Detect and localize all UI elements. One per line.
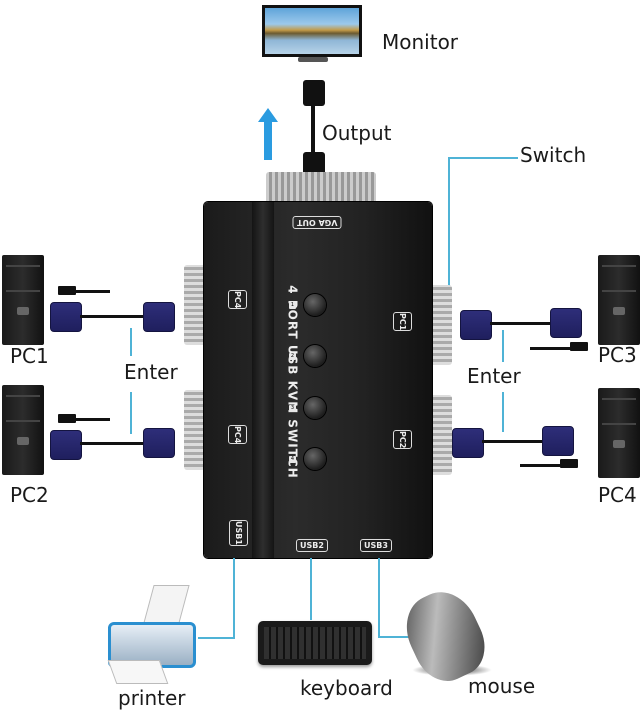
port-tag-right-1: PC1 [393, 312, 412, 332]
keyboard-line [310, 558, 312, 620]
pc4-vga-cable [482, 440, 544, 443]
output-label: Output [322, 121, 392, 145]
pc2-vga-cable [80, 442, 145, 445]
printer-paper-out [107, 660, 169, 684]
pc1-usb-plug [58, 286, 76, 295]
port-tag-left-1: PC4 [228, 290, 247, 310]
pc4-usb-plug [560, 459, 578, 468]
vga-out-port [266, 172, 376, 204]
pc2-usb-cable [75, 418, 110, 421]
usb-tag-3: USB3 [360, 539, 392, 552]
pc1-vga-cable [80, 315, 145, 318]
usb-tag-2: USB2 [296, 539, 328, 552]
pc3-usb-cable [530, 347, 575, 350]
pc3-vga-connector [550, 308, 582, 338]
pc1-tower [2, 255, 44, 345]
pc2-usb-plug [58, 414, 76, 423]
pc1-usb-cable [75, 290, 110, 293]
pc2-switch-vga-connector [143, 428, 175, 458]
kvm-switch-body [204, 202, 432, 558]
switch-callout-line-v [448, 157, 450, 307]
vga-out-tag: VGA OUT [293, 216, 342, 229]
switch-callout-line-h [448, 157, 518, 159]
switch-button-2[interactable] [304, 345, 326, 367]
pc1-switch-vga-connector [143, 302, 175, 332]
port-tag-left-2: PC4 [228, 425, 247, 445]
arrow-up-icon [258, 108, 278, 160]
monitor-image [262, 5, 362, 57]
port-tag-right-2: PC2 [393, 430, 412, 450]
button-number-3: 3 [289, 405, 296, 412]
pc3-vga-cable [490, 322, 552, 325]
switch-label: Switch [520, 143, 587, 167]
output-vga-plug-top [303, 80, 325, 106]
enter-left-line-top [130, 328, 132, 356]
pc4-switch-vga-connector [452, 428, 484, 458]
pc2-label: PC2 [10, 483, 49, 507]
output-cable [311, 104, 315, 154]
printer-label: printer [118, 686, 186, 710]
kvm-side-rail [252, 202, 274, 558]
button-number-4: 4 [289, 456, 296, 463]
pc3-usb-plug [570, 342, 588, 351]
printer-line-v [233, 558, 235, 638]
mouse-label: mouse [468, 674, 536, 698]
enter-right-line-top [502, 330, 504, 362]
enter-left-label: Enter [124, 360, 178, 384]
printer-paper-in [142, 585, 190, 627]
switch-button-1[interactable] [304, 294, 326, 316]
right-vga-port-2 [428, 395, 452, 475]
enter-left-line-bottom [130, 392, 132, 434]
pc4-label: PC4 [598, 483, 637, 507]
pc2-vga-connector [50, 430, 82, 460]
right-vga-port-1 [428, 285, 452, 365]
monitor-stand [298, 57, 328, 62]
switch-button-4[interactable] [304, 448, 326, 470]
monitor-label: Monitor [382, 30, 459, 54]
pc3-label: PC3 [598, 343, 637, 367]
pc1-label: PC1 [10, 344, 49, 368]
device-name: 4 PORT USB KVM SWITCH [285, 285, 300, 479]
pc1-vga-connector [50, 302, 82, 332]
pc4-vga-connector [542, 426, 574, 456]
pc3-switch-vga-connector [460, 310, 492, 340]
button-number-2: 2 [289, 353, 296, 360]
button-number-1: 1 [289, 302, 296, 309]
keyboard-label: keyboard [300, 676, 393, 700]
printer-line-h [198, 637, 235, 639]
pc3-tower [598, 255, 640, 345]
enter-right-label: Enter [467, 364, 521, 388]
enter-right-line-bottom [502, 392, 504, 432]
usb-tag-1: USB1 [229, 520, 248, 546]
pc2-tower [2, 385, 44, 475]
pc4-tower [598, 388, 640, 478]
mouse-line-h [378, 636, 418, 638]
keyboard-icon [258, 621, 372, 665]
pc4-usb-cable [520, 464, 565, 467]
mouse-line-v [378, 558, 380, 638]
switch-button-3[interactable] [304, 397, 326, 419]
